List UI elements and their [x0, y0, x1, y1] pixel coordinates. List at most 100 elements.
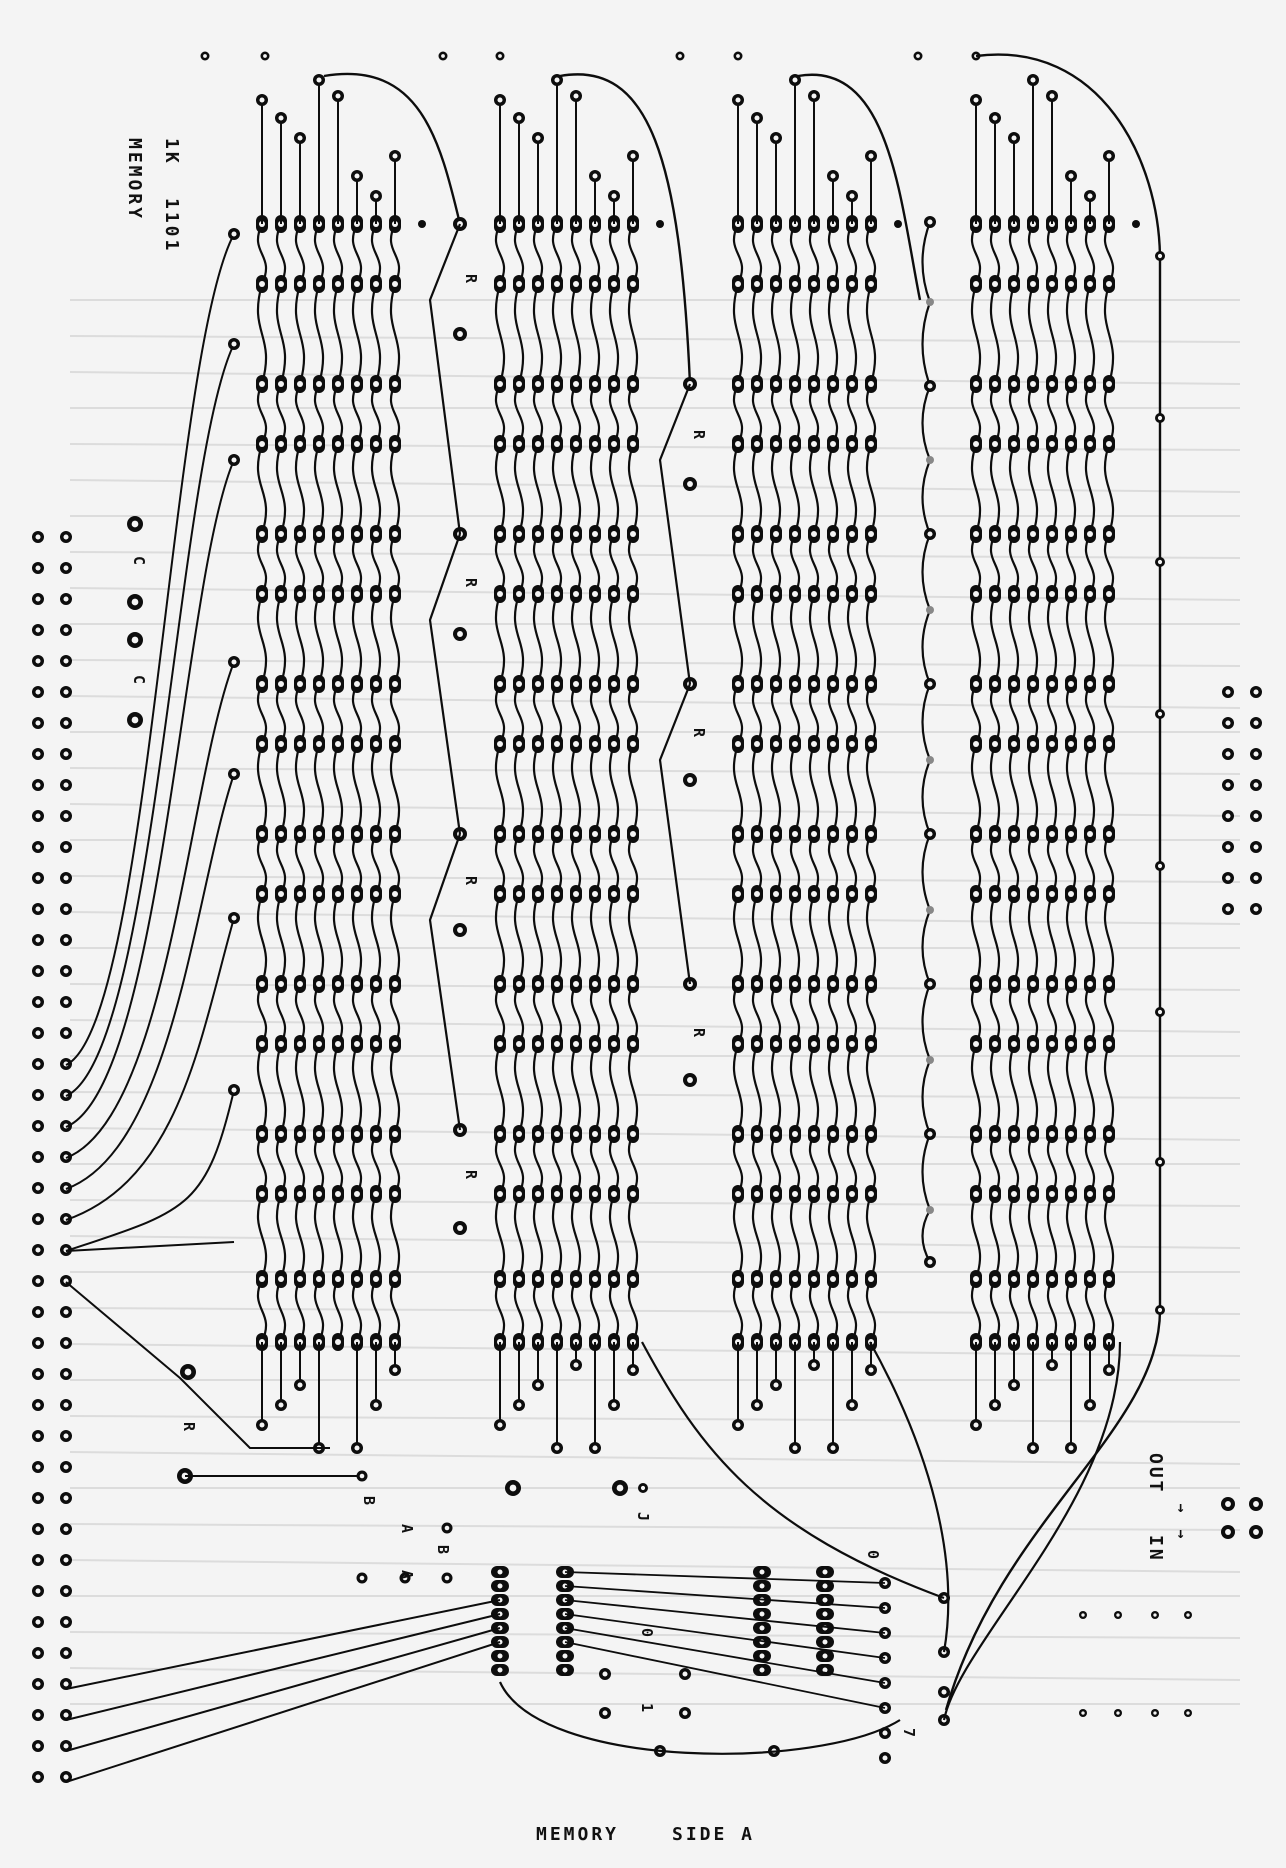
pad-hole	[1253, 906, 1259, 912]
pad-hole	[297, 281, 303, 287]
bus-trace	[827, 223, 839, 1343]
pad-hole	[554, 1276, 560, 1282]
pad-hole	[497, 1422, 503, 1428]
bg-trace	[69, 479, 1241, 493]
pad-hole	[1106, 981, 1112, 987]
pad-hole	[35, 844, 41, 850]
pad-hole	[992, 115, 998, 121]
pad-hole	[792, 281, 798, 287]
bus-trace	[532, 223, 544, 1343]
pad-hole	[35, 1185, 41, 1191]
pad-hole	[1030, 741, 1036, 747]
pad-hole	[1030, 441, 1036, 447]
pad-hole	[297, 441, 303, 447]
pad-hole	[592, 1276, 598, 1282]
pad-hole	[754, 1191, 760, 1197]
seven-label: 7	[900, 1728, 918, 1738]
bus-trace	[1046, 223, 1058, 1343]
pad-hole	[616, 1484, 624, 1492]
pad-hole	[516, 1131, 522, 1137]
pad-hole	[354, 681, 360, 687]
pad-hole	[602, 1710, 608, 1716]
pad-hole	[63, 1309, 69, 1315]
pad-hole	[231, 231, 237, 237]
pad-hole	[811, 1131, 817, 1137]
pad-hole	[535, 891, 541, 897]
pad-hole	[1087, 891, 1093, 897]
pad-hole	[1049, 741, 1055, 747]
pad-hole	[1030, 981, 1036, 987]
pad-hole	[1081, 1613, 1085, 1617]
pad-hole	[554, 1131, 560, 1137]
in-arrow-icon: ↓	[1176, 1524, 1186, 1542]
pad-hole	[822, 1667, 828, 1673]
bus-trace	[1084, 223, 1096, 1343]
pad-hole	[773, 1131, 779, 1137]
decoupling-trace	[921, 221, 932, 1263]
pad-hole	[792, 1191, 798, 1197]
bg-trace	[69, 1019, 1241, 1033]
pad-hole	[259, 681, 265, 687]
pad-hole	[1087, 441, 1093, 447]
pad-hole	[830, 981, 836, 987]
pad-hole	[354, 1445, 360, 1451]
pad-hole	[554, 1191, 560, 1197]
pad-hole	[535, 741, 541, 747]
bus-trace	[256, 223, 268, 1343]
bg-trace	[69, 1667, 1241, 1681]
pad-hole	[516, 115, 522, 121]
title-memory: MEMORY	[124, 138, 145, 222]
pad-hole	[497, 1667, 503, 1673]
pad-hole	[354, 981, 360, 987]
pad-hole	[992, 381, 998, 387]
pad-hole	[992, 681, 998, 687]
pad-hole	[792, 381, 798, 387]
via	[926, 906, 934, 914]
pad-hole	[927, 383, 933, 389]
pad-hole	[973, 891, 979, 897]
pad-hole	[554, 981, 560, 987]
pad-hole	[63, 689, 69, 695]
pad-hole	[992, 281, 998, 287]
pad-hole	[973, 1131, 979, 1137]
pad-hole	[1011, 531, 1017, 537]
pad-hole	[1087, 981, 1093, 987]
pad-hole	[35, 1309, 41, 1315]
pad-hole	[278, 1131, 284, 1137]
pad-hole	[1106, 1191, 1112, 1197]
bus-trace	[275, 223, 287, 1343]
pad-hole	[1068, 681, 1074, 687]
pad-hole	[1253, 875, 1259, 881]
pad-hole	[1087, 1276, 1093, 1282]
pad-hole	[735, 1131, 741, 1137]
pad-hole	[573, 441, 579, 447]
pad-hole	[373, 981, 379, 987]
pad-hole	[849, 681, 855, 687]
pad-hole	[773, 1276, 779, 1282]
pad-hole	[773, 741, 779, 747]
pad-hole	[1106, 441, 1112, 447]
pad-hole	[457, 631, 463, 637]
pad-hole	[1253, 813, 1259, 819]
bg-trace	[69, 1451, 1241, 1465]
pad-hole	[335, 831, 341, 837]
pad-hole	[754, 891, 760, 897]
pad-hole	[1030, 1276, 1036, 1282]
address-trace	[65, 773, 235, 1190]
pad-hole	[497, 97, 503, 103]
bus-trace	[589, 223, 601, 1343]
pad-hole	[592, 891, 598, 897]
pad-hole	[392, 831, 398, 837]
pad-hole	[231, 915, 237, 921]
pad-hole	[927, 1131, 933, 1137]
pad-hole	[1087, 591, 1093, 597]
bus-trace	[627, 223, 639, 1343]
pad-hole	[849, 531, 855, 537]
pad-hole	[1030, 681, 1036, 687]
pad-hole	[535, 441, 541, 447]
pad-hole	[773, 531, 779, 537]
pad-hole	[35, 1340, 41, 1346]
address-trace	[65, 233, 235, 1066]
pad-hole	[1011, 1382, 1017, 1388]
marker-dot	[418, 220, 426, 228]
